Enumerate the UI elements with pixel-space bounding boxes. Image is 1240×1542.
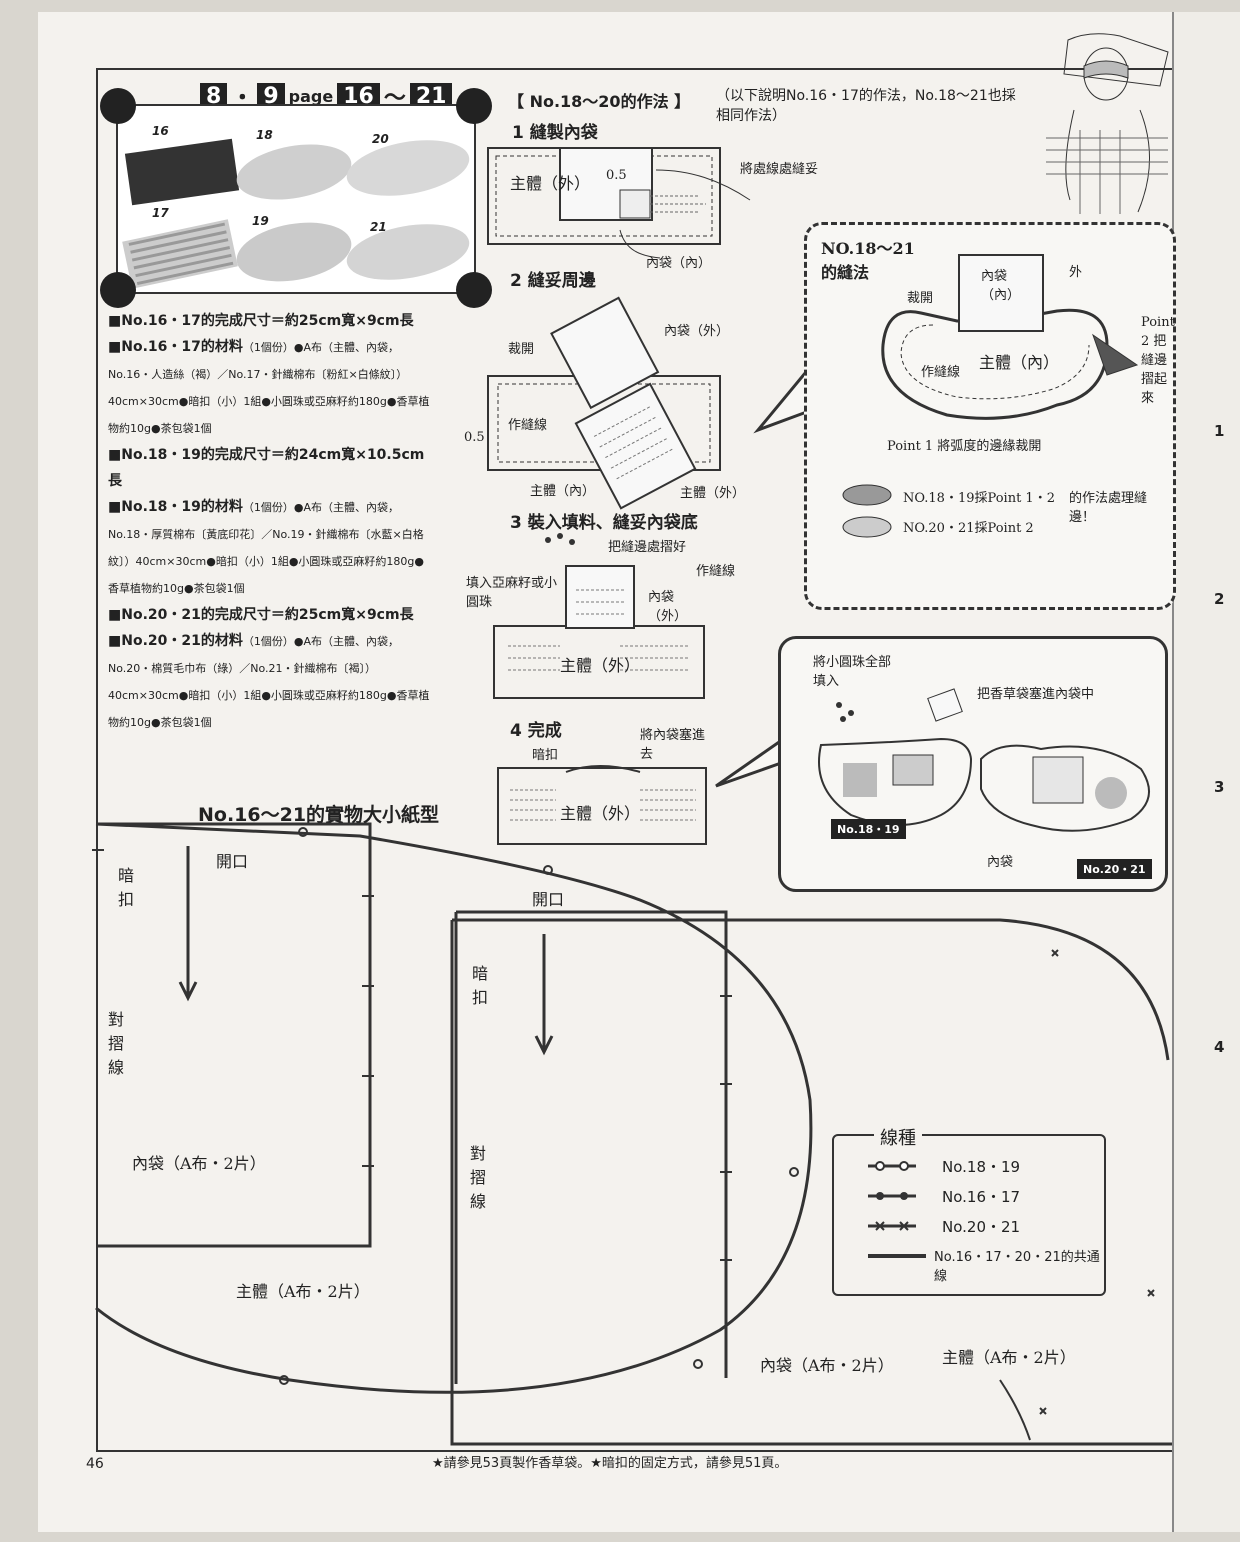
step2-body-in: 主體（內） (530, 484, 596, 499)
filling-bubble: 將小圓珠全部填入 把香草袋塞進內袋中 內袋 No.18・19 No.20・21 (778, 636, 1168, 892)
materials-20-21-body: （1個份）●A布（主體、內袋，No.20・棉質毛巾布（綠）／No.21・針織棉布… (108, 635, 430, 729)
fold-label-left: 對摺線 (108, 1010, 125, 1077)
step1-seam: 0.5 (606, 168, 627, 183)
materials-18-19-head: ■No.18・19的材料 (108, 499, 243, 515)
main-label-left: 主體（A布・2片） (236, 1282, 370, 1301)
tag-no20-21: No.20・21 (1077, 859, 1152, 879)
bubble1-outside: 外 (1069, 265, 1083, 280)
step3-fold-edge: 把縫邊處摺好 (608, 540, 687, 555)
step2-cut: 裁開 (508, 342, 535, 357)
side-number-3: 3 (1214, 778, 1225, 796)
step3-body-out: 主體（外） (560, 656, 641, 675)
step3-stitch: 作縫線 (696, 564, 736, 579)
bubble1-point2: Point 2 把縫邊摺起來 (1141, 315, 1175, 406)
bubble2-fill-all: 將小圓珠全部填入 (813, 655, 892, 689)
tag-no18-19: No.18・19 (831, 819, 906, 839)
bubble1-pocket-in: 內袋（內） (981, 269, 1021, 303)
size-18-19: ■No.18・19的完成尺寸＝約24cm寬×10.5cm長 (108, 447, 425, 489)
photo-label-21: 21 (370, 220, 387, 234)
step1-body-out: 主體（外） (510, 174, 591, 193)
step3-pocket-out: 內袋（外） (648, 590, 688, 624)
bubble1-method: 的作法處理縫邊！ (1069, 491, 1148, 525)
fold-label-mid: 對摺線 (470, 1144, 487, 1211)
step1-pocket-in: 內袋（內） (646, 256, 712, 271)
step-4-title: 4 完成 (510, 721, 562, 741)
ref-page-word: page (288, 86, 334, 106)
bubble1-use12: NO.18・19採Point 1・2 (903, 491, 1055, 506)
corner-dot (456, 88, 492, 124)
step4-snap: 暗扣 (532, 748, 559, 763)
materials-20-21-head: ■No.20・21的材料 (108, 633, 243, 649)
method-note: （以下說明No.16・17的作法，No.18～21也採相同作法） (716, 88, 1016, 124)
snap-label-left: 暗扣 (118, 866, 135, 909)
method-title: 【 No.18～20的作法 】 (508, 92, 691, 111)
legend-row-16-17: No.16・17 (942, 1188, 1021, 1206)
step2-stitch: 作縫線 (508, 418, 548, 433)
legend-row-20-21: No.20・21 (942, 1218, 1021, 1236)
eye-pillow-photos (122, 138, 470, 289)
materials-18-19-body: （1個份）●A布（主體、內袋，No.18・厚質棉布〔黃底印花〕／No.19・針織… (108, 501, 425, 595)
corner-dot (100, 88, 136, 124)
legend-line-samples (868, 1161, 926, 1258)
product-photo-box: 16 18 20 17 19 21 (116, 104, 476, 294)
step1-fold-note: 將處線處縫妥 (740, 162, 819, 177)
bubble1-cut: 裁開 (907, 291, 934, 306)
photo-label-17: 17 (152, 206, 169, 220)
line-type-legend: 線種 No.18・19 No.16・17 No.20・21 No.16・17・2… (832, 1124, 1106, 1296)
size-16-17: ■No.16・17的完成尺寸＝約25cm寬×9cm長 (108, 313, 414, 329)
bubble1-title: NO.18～21的縫法 (821, 239, 915, 282)
side-number-4: 4 (1214, 1038, 1225, 1056)
step4-body-out: 主體（外） (560, 804, 641, 823)
step-1-title: 1 縫製內袋 (512, 123, 598, 143)
bubble1-use2: NO.20・21採Point 2 (903, 521, 1034, 536)
opening-label-mid: 開口 (532, 890, 565, 909)
photo-label-19: 19 (252, 214, 269, 228)
photo-label-20: 20 (372, 132, 389, 146)
photo-label-16: 16 (152, 124, 169, 138)
inner-label-left: 內袋（A布・2片） (132, 1154, 266, 1173)
materials-16-17-head: ■No.16・17的材料 (108, 339, 243, 355)
next-page-edge (1172, 12, 1240, 1532)
materials-16-17-body: （1個份）●A布（主體、內袋，No.16・人造絲（褐）／No.17・針織棉布〔粉… (108, 341, 430, 435)
corner-dot (456, 272, 492, 308)
snap-label-mid: 暗扣 (472, 964, 489, 1007)
corner-dot (100, 272, 136, 308)
bubble1-stitch: 作縫線 (921, 365, 961, 380)
inner-label-right: 內袋（A布・2片） (760, 1356, 894, 1375)
page-number: 46 (86, 1456, 104, 1472)
step3-fill: 填入亞麻籽或小圓珠 (466, 576, 558, 610)
materials-list: ■No.16・17的完成尺寸＝約25cm寬×9cm長 ■No.16・17的材料（… (108, 308, 434, 736)
bubble1-point1: Point 1 將弧度的邊緣裁開 (887, 439, 1042, 454)
legend-row-common: No.16・17・20・21的共通線 (934, 1250, 1100, 1284)
main-label-right: 主體（A布・2片） (942, 1348, 1076, 1367)
sewing-tips-bubble: NO.18～21的縫法 裁開 內袋（內） 外 作縫線 主體（內） Point 1… (804, 222, 1176, 610)
step2-pocket-out: 內袋（外） (664, 324, 730, 339)
bubble2-pocket: 內袋 (987, 855, 1014, 870)
step4-insert: 將內袋塞進去 (640, 728, 706, 762)
side-number-1: 1 (1214, 422, 1225, 440)
legend-title: 線種 (874, 1124, 922, 1150)
content-frame (96, 68, 1172, 1452)
size-20-21: ■No.20・21的完成尺寸＝約25cm寬×9cm長 (108, 607, 414, 623)
photo-label-18: 18 (256, 128, 273, 142)
bubble2-herb: 把香草袋塞進內袋中 (977, 687, 1095, 702)
side-number-2: 2 (1214, 590, 1225, 608)
footer-note: ★請參見53頁製作香草袋。★暗扣的固定方式，請參見51頁。 (432, 1456, 788, 1471)
step-3-title: 3 裝入填料、縫妥內袋底 (510, 513, 698, 533)
step2-seam: 0.5 (464, 430, 485, 445)
eye-pillow-sewing-diagram (842, 254, 1139, 538)
legend-row-18-19: No.18・19 (942, 1158, 1021, 1176)
filling-diagram (818, 688, 1150, 832)
pattern-title: No.16～21的實物大小紙型 (198, 804, 440, 826)
opening-label-left: 開口 (216, 852, 249, 871)
bubble1-body-in: 主體（內） (979, 353, 1060, 372)
step-2-title: 2 縫妥周邊 (510, 271, 596, 291)
step2-body-out: 主體（外） (680, 486, 746, 501)
